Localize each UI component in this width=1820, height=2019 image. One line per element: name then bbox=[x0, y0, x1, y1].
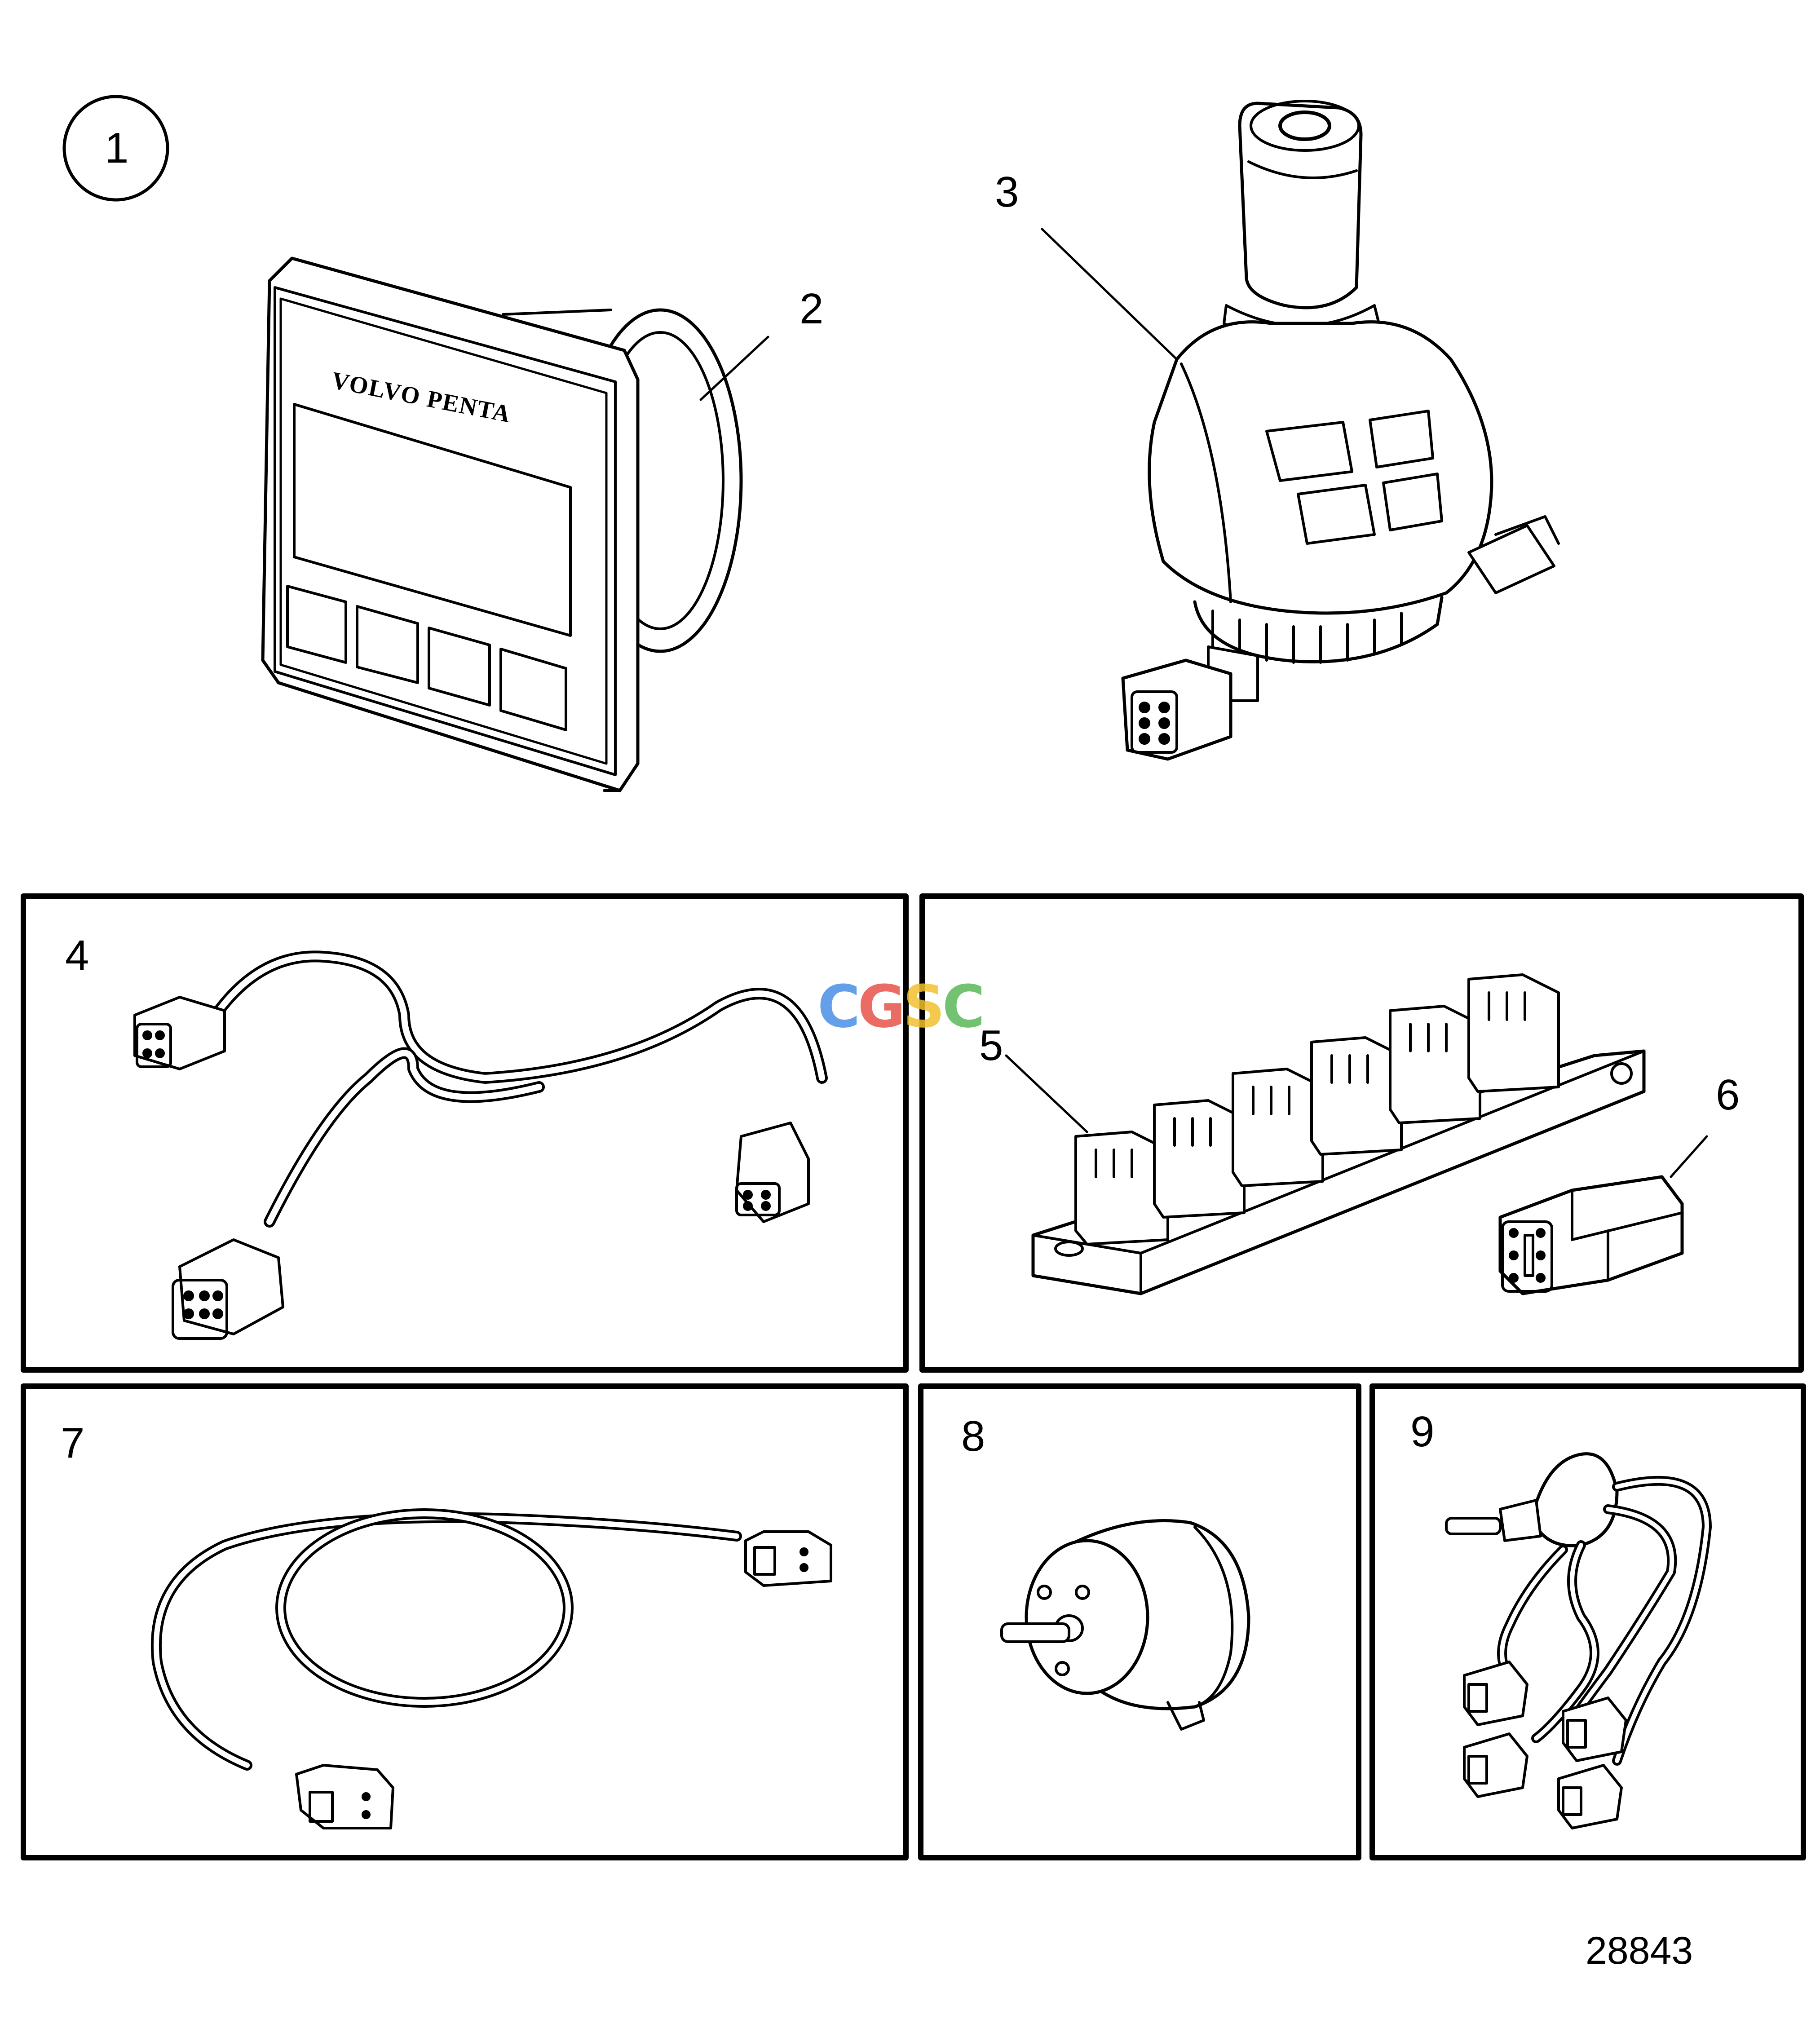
watermark-letter-3: S bbox=[903, 972, 945, 1041]
leader-line-2 bbox=[699, 336, 769, 401]
watermark-logo: CGSC bbox=[817, 972, 985, 1041]
callout-2: 2 bbox=[800, 285, 824, 333]
cable-harness-icon bbox=[133, 950, 828, 1340]
leader-line-5 bbox=[1005, 1054, 1088, 1133]
callout-5: 5 bbox=[979, 1021, 1003, 1069]
watermark-letter-1: C bbox=[817, 972, 860, 1041]
leader-line-6 bbox=[1670, 1135, 1708, 1178]
callout-3: 3 bbox=[995, 168, 1019, 216]
joystick-icon bbox=[1121, 100, 1560, 761]
figure-number: 1 bbox=[105, 124, 129, 172]
callout-4: 4 bbox=[65, 932, 89, 980]
watermark-letter-4: C bbox=[942, 972, 985, 1041]
extension-cable-icon bbox=[150, 1508, 832, 1829]
callout-6: 6 bbox=[1716, 1071, 1740, 1119]
panel-4-frame bbox=[21, 893, 909, 1373]
watermark-letter-2: G bbox=[857, 972, 906, 1041]
panel-9-frame bbox=[1369, 1383, 1806, 1860]
sensor-harness-icon bbox=[1445, 1452, 1712, 1829]
document-reference: 28843 bbox=[1586, 1929, 1693, 1972]
connector-block-icon bbox=[1031, 973, 1646, 1295]
leader-line-3 bbox=[1041, 228, 1178, 361]
figure-number-circle bbox=[62, 95, 169, 202]
panel-8-frame bbox=[918, 1383, 1361, 1860]
panel-56-frame bbox=[919, 893, 1804, 1373]
callout-7: 7 bbox=[61, 1419, 85, 1467]
callout-8: 8 bbox=[961, 1412, 985, 1460]
sensor-icon bbox=[1000, 1519, 1250, 1731]
callout-9: 9 bbox=[1410, 1408, 1435, 1456]
display-unit-icon bbox=[261, 256, 743, 792]
panel-7-frame bbox=[21, 1383, 909, 1860]
connector-plug-icon bbox=[1498, 1175, 1684, 1295]
